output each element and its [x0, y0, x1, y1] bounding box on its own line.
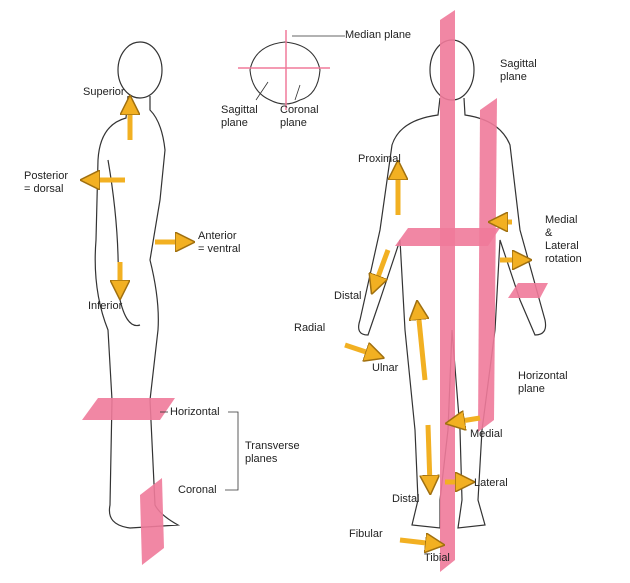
label-text: & [545, 227, 553, 239]
label-text: Horizontal [518, 370, 568, 382]
radial-ulnar-arrow [344, 345, 375, 355]
label-horizontal: Horizontal [170, 406, 220, 418]
wrist-plane [508, 283, 548, 298]
label-tibial: Tibial [424, 552, 450, 564]
label-distal-leg: Distal [392, 493, 420, 505]
label-inferior: Inferior [88, 300, 123, 312]
median-plane [440, 10, 455, 572]
label-medial: Medial [470, 428, 503, 440]
label-text: Sagittal [500, 58, 537, 70]
leg-proximal-arrow [418, 310, 425, 381]
leg-distal-arrow [428, 424, 430, 485]
coronal-plane [140, 478, 164, 565]
label-text: Posterior [24, 170, 69, 182]
front-arrows [344, 170, 522, 544]
medial-leg-arrow [455, 418, 481, 422]
fibular-tibial-arrow [399, 540, 435, 544]
label-text: Medial [545, 214, 578, 226]
distal-arm-arrow [375, 249, 391, 285]
label-text: plane [280, 117, 307, 129]
label-text: rotation [545, 253, 582, 265]
horizontal-plane-front [395, 228, 500, 246]
label-lateral: Lateral [474, 477, 508, 489]
head-top-view [249, 41, 321, 105]
horizontal-plane [82, 398, 175, 420]
label-text: Sagittal [221, 104, 258, 116]
label-anterior: Anterior= ventral [198, 230, 241, 256]
label-median-plane: Median plane [345, 29, 412, 41]
label-text: Lateral [545, 240, 579, 252]
label-ulnar: Ulnar [372, 362, 399, 374]
label-text: = ventral [198, 243, 241, 255]
label-text: = dorsal [24, 183, 64, 195]
label-fibular: Fibular [349, 528, 383, 540]
label-coronal: Coronal [178, 484, 217, 496]
label-text: plane [500, 71, 527, 83]
label-text: Coronal [280, 104, 319, 116]
label-distal-arm: Distal [334, 290, 362, 302]
side-arrows [90, 105, 185, 290]
side-view-body-outline [94, 41, 181, 529]
label-posterior: Posterior= dorsal [24, 170, 68, 196]
sagittal-plane-right [478, 98, 497, 432]
label-superior: Superior [83, 86, 125, 98]
label-text: plane [518, 383, 545, 395]
label-text: Anterior [198, 230, 237, 242]
label-radial: Radial [294, 322, 326, 334]
label-text: Transverse [245, 440, 300, 452]
label-proximal: Proximal [358, 153, 401, 165]
label-text: planes [245, 453, 278, 465]
label-text: plane [221, 117, 248, 129]
